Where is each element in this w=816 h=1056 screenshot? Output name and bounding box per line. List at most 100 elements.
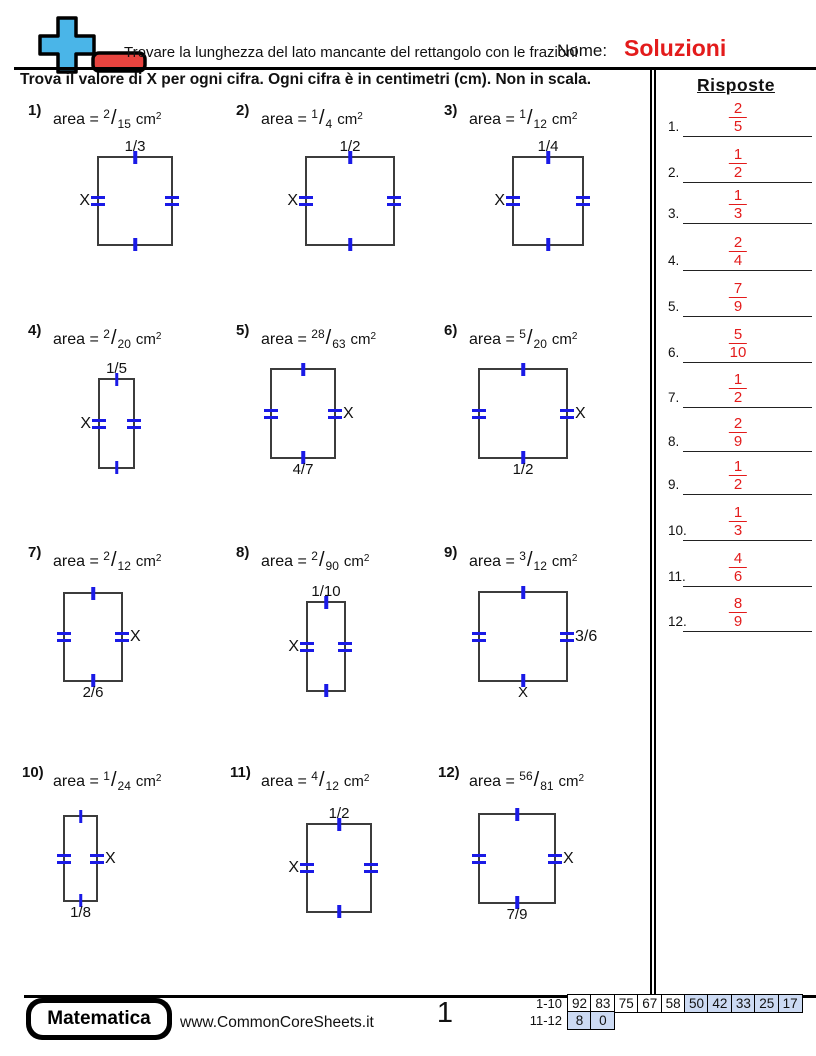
area-denominator: 12: [533, 117, 547, 131]
score-cell: 58: [660, 994, 686, 1013]
area-numerator: 5: [519, 327, 526, 341]
single-tick-bottom: [521, 451, 525, 464]
area-denominator: 12: [533, 559, 547, 573]
answer-denominator: 3: [733, 521, 743, 539]
side-label-top: 1/10: [311, 583, 341, 600]
rectangle: 1/2 X: [472, 363, 586, 478]
brand-logo: Matematica: [26, 998, 172, 1040]
content-divider: [650, 70, 656, 995]
score-cell: 8: [567, 1011, 592, 1031]
x-label: X: [563, 849, 574, 867]
single-tick-bottom: [515, 896, 519, 909]
unit-exponent: 2: [571, 111, 578, 122]
area-unit: cm2: [559, 773, 585, 790]
rectangle: 7/9 X: [472, 808, 574, 923]
double-tick-left: [264, 408, 278, 419]
x-label: X: [517, 684, 529, 701]
area-denominator: 24: [117, 779, 131, 793]
score-row-label: 11-12: [529, 1013, 562, 1029]
plus-minus-logo-icon: [38, 16, 147, 74]
header-rule: [14, 67, 816, 70]
answer-numerator: 1: [728, 458, 748, 476]
rectangle: 3/6 X: [472, 586, 597, 701]
area-numerator: 1: [519, 107, 526, 121]
answer-numerator: 8: [728, 595, 748, 613]
answer-denominator: 9: [733, 612, 743, 630]
area-prefix: area =: [53, 553, 99, 570]
side-label-bottom: 4/7: [292, 461, 314, 478]
answer-numerator: 1: [728, 187, 748, 205]
score-row-2: 11-12 8 0: [518, 1011, 803, 1031]
answer-number: 6.: [668, 345, 680, 360]
problem-number: 1): [28, 102, 42, 119]
area-denominator: 12: [325, 779, 339, 793]
area-unit: cm2: [552, 331, 578, 348]
unit-text: cm: [135, 331, 156, 348]
answer-blank-line: [683, 494, 812, 495]
side-label-bottom: 2/6: [82, 684, 104, 701]
area-prefix: area =: [261, 773, 307, 790]
footer-rule: [24, 995, 816, 998]
single-tick-bottom: [301, 451, 305, 464]
area-numerator: 4: [311, 769, 318, 783]
area-denominator: 20: [117, 337, 131, 351]
double-tick-right: [338, 641, 352, 652]
double-tick-right: [548, 853, 562, 864]
answer-numerator: 2: [728, 100, 748, 118]
area-prefix: area =: [53, 111, 99, 128]
double-tick-left: [506, 196, 520, 206]
double-tick-left: [57, 853, 71, 864]
score-cell: 50: [684, 994, 710, 1013]
unit-exponent: 2: [571, 331, 578, 342]
unit-text: cm: [135, 553, 156, 570]
double-tick-right: [560, 408, 574, 419]
area-prefix: area =: [53, 331, 99, 348]
area-denominator: 15: [117, 117, 131, 131]
rectangle: 1/10 X: [288, 583, 352, 697]
answer-number: 12.: [668, 614, 687, 629]
single-tick-top: [546, 151, 550, 164]
area-unit: cm2: [136, 331, 162, 348]
answer-denominator: 6: [733, 567, 743, 585]
area-unit: cm2: [344, 553, 370, 570]
answer-number: 5.: [668, 299, 680, 314]
unit-text: cm: [558, 773, 579, 790]
x-label: X: [343, 404, 354, 422]
rectangle: 2/6 X: [57, 587, 141, 701]
instructions-text: Trova il valore di X per ogni cifra. Ogn…: [20, 71, 592, 88]
answer-blank-line: [683, 586, 812, 587]
x-label: X: [79, 192, 90, 209]
area-prefix: area =: [469, 111, 515, 128]
area-numerator: 2: [103, 327, 110, 341]
single-tick-top: [348, 151, 352, 164]
rectangle: 4/7 X: [264, 363, 354, 478]
x-label: X: [80, 414, 91, 432]
answer-denominator: 2: [733, 388, 743, 406]
answer-denominator: 4: [733, 251, 743, 269]
rectangle: 1/2 X: [288, 805, 378, 918]
score-cell: 17: [777, 994, 803, 1013]
double-tick-left: [472, 631, 486, 642]
x-label: X: [105, 849, 116, 867]
answer-denominator: 9: [733, 432, 743, 450]
